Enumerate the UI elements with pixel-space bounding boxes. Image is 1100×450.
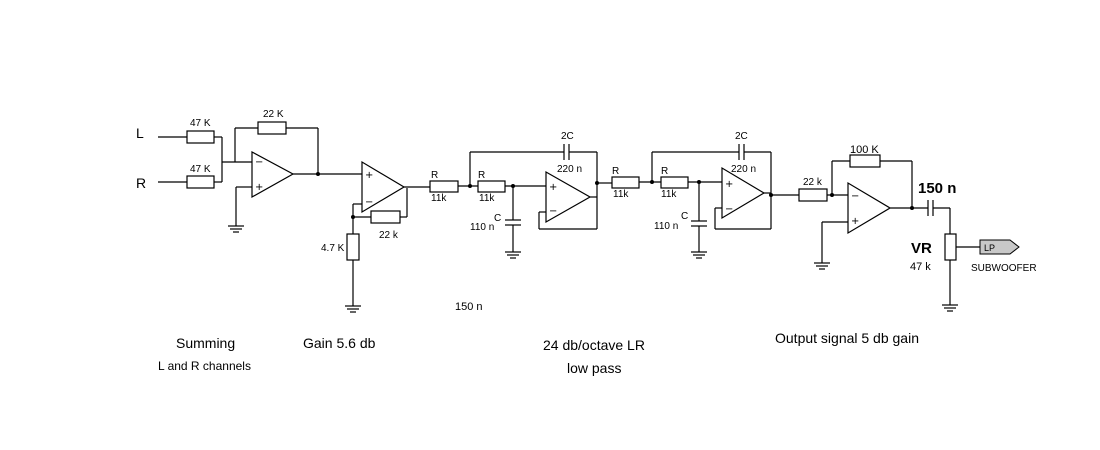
summing-feedback-resistor xyxy=(257,121,287,135)
gain-opamp xyxy=(361,160,406,214)
summing-stage: L R 47 K 47 K 22 K − + xyxy=(136,109,362,233)
potentiometer-name: VR xyxy=(911,240,932,257)
ground-symbol xyxy=(345,305,361,313)
filter1-r2-name: R xyxy=(478,170,485,181)
filter-stage-1: R 11k 2C 220 n R 11k C 110 n + xyxy=(429,131,612,259)
output-input-resistor xyxy=(798,188,828,202)
filter1-r2-resistor xyxy=(477,180,506,193)
summing-left-input-resistor xyxy=(186,130,215,144)
subwoofer-label: SUBWOOFER xyxy=(971,263,1037,274)
filter1-ground-cap-value: 110 n xyxy=(470,222,494,233)
gain-feedback-resistor-label: 22 k xyxy=(379,230,399,241)
svg-text:−: − xyxy=(851,191,859,202)
filter1-feedback-cap-value: 220 n xyxy=(557,164,582,175)
filter2-opamp xyxy=(721,166,766,220)
summing-caption-title: Summing xyxy=(176,335,235,351)
output-caption: Output signal 5 db gain xyxy=(775,330,919,346)
volume-potentiometer xyxy=(944,233,957,261)
svg-text:+: + xyxy=(549,182,557,193)
svg-text:+: + xyxy=(725,179,733,190)
ground-symbol xyxy=(942,304,958,312)
filter2-r1-resistor xyxy=(611,176,640,189)
input-left-label: L xyxy=(136,125,144,141)
output-feedback-resistor xyxy=(849,154,881,168)
ground-symbol xyxy=(505,251,521,259)
ground-symbol xyxy=(691,251,707,259)
filter-caption-line1: 24 db/octave LR xyxy=(543,337,645,353)
filter2-r2-name: R xyxy=(661,166,668,177)
svg-text:−: − xyxy=(549,206,557,217)
lp-connector-tag xyxy=(979,239,1020,255)
filter-caption-line2: low pass xyxy=(567,360,621,376)
filter2-ground-cap-value: 110 n xyxy=(654,221,678,232)
gain-feedback-resistor xyxy=(370,210,401,224)
gain-stage: + − 22 k 4.7 K xyxy=(321,160,430,313)
summing-feedback-resistor-label: 22 K xyxy=(263,109,284,120)
filter1-feedback-cap-name: 2C xyxy=(561,131,574,142)
output-opamp xyxy=(847,181,892,235)
output-cap-label: 150 n xyxy=(918,180,956,197)
filter2-feedback-cap-value: 220 n xyxy=(731,164,756,175)
filter1-r1-resistor xyxy=(429,180,459,193)
filter-stage-2: R 11k 2C 220 n R 11k C 110 n + xyxy=(611,131,799,259)
filter1-r2-value: 11k xyxy=(479,193,495,204)
svg-text:+: + xyxy=(255,182,263,193)
filter2-r1-name: R xyxy=(612,166,619,177)
filter2-feedback-cap-name: 2C xyxy=(735,131,748,142)
stray-label-150n: 150 n xyxy=(455,301,483,313)
output-stage: 22 k 100 K − + 150 n VR xyxy=(798,144,1037,312)
summing-caption-subtitle: L and R channels xyxy=(158,359,251,373)
ground-symbol xyxy=(228,225,244,233)
lp-connector-label: LP xyxy=(984,243,995,253)
gain-caption: Gain 5.6 db xyxy=(303,335,376,351)
summing-left-resistor-label: 47 K xyxy=(190,118,211,129)
filter1-r1-value: 11k xyxy=(431,193,447,204)
summing-opamp xyxy=(251,150,295,199)
filter1-opamp xyxy=(545,170,592,224)
filter2-ground-cap-name: C xyxy=(681,211,688,222)
summing-right-resistor-label: 47 K xyxy=(190,164,211,175)
filter1-ground-cap-name: C xyxy=(494,213,501,224)
svg-text:+: + xyxy=(365,170,373,181)
filter2-r2-value: 11k xyxy=(661,189,677,200)
summing-right-input-resistor xyxy=(186,175,215,189)
output-input-resistor-label: 22 k xyxy=(803,177,823,188)
svg-text:−: − xyxy=(365,197,373,208)
svg-text:−: − xyxy=(725,204,733,215)
gain-ground-resistor xyxy=(346,233,360,261)
input-right-label: R xyxy=(136,175,146,191)
svg-text:−: − xyxy=(255,157,263,168)
svg-text:+: + xyxy=(851,216,859,227)
filter2-r2-resistor xyxy=(660,176,689,189)
filter1-r1-name: R xyxy=(431,170,438,181)
ground-symbol xyxy=(814,262,830,270)
filter2-r1-value: 11k xyxy=(613,189,629,200)
output-feedback-resistor-label: 100 K xyxy=(850,144,879,156)
gain-ground-resistor-label: 4.7 K xyxy=(321,243,345,254)
potentiometer-value: 47 k xyxy=(910,261,931,273)
